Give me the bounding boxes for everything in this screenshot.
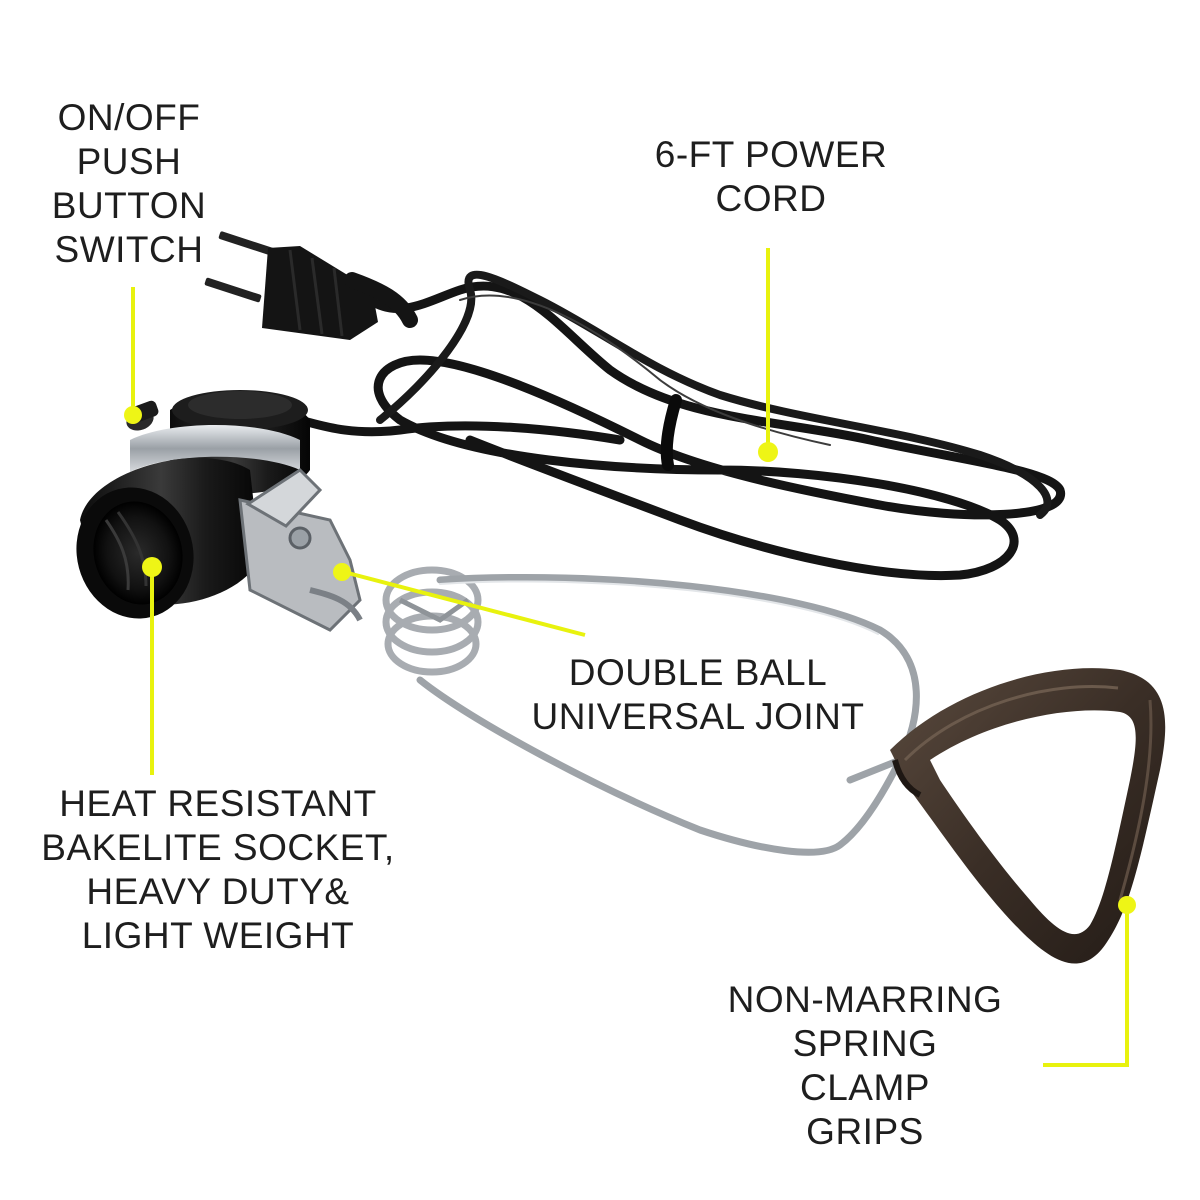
- callout-switch-label: ON/OFF PUSH BUTTON SWITCH: [40, 96, 218, 272]
- power-cord: [295, 270, 1065, 581]
- callout-line: CORD: [715, 178, 827, 219]
- callout-line: PUSH: [76, 141, 182, 182]
- callout-line: CLAMP: [800, 1067, 930, 1108]
- callout-joint-label: DOUBLE BALL UNIVERSAL JOINT: [520, 651, 876, 739]
- callout-line: GRIPS: [806, 1111, 924, 1152]
- callout-grips-label: NON-MARRING SPRING CLAMP GRIPS: [712, 978, 1018, 1154]
- callout-joint-line: [333, 563, 586, 637]
- callout-cord-label: 6-FT POWER CORD: [640, 133, 902, 221]
- callout-line: SPRING: [792, 1023, 938, 1064]
- callout-line: 6-FT POWER: [654, 134, 888, 175]
- callout-line: NON-MARRING: [727, 979, 1003, 1020]
- swivel-bracket: [238, 468, 363, 632]
- callout-socket-label: HEAT RESISTANT BAKELITE SOCKET, HEAVY DU…: [30, 782, 406, 958]
- callout-grips-line: [1043, 896, 1136, 1067]
- spring-coil: [382, 566, 482, 676]
- callout-line: BUTTON: [51, 185, 207, 226]
- callout-line: UNIVERSAL JOINT: [531, 696, 865, 737]
- callout-line: HEAT RESISTANT: [59, 783, 377, 824]
- callout-socket-line: [142, 557, 162, 775]
- callout-line: DOUBLE BALL: [568, 652, 828, 693]
- callout-line: ON/OFF: [57, 97, 201, 138]
- plug-icon: [204, 231, 418, 340]
- callout-cord-line: [758, 248, 778, 462]
- callout-line: LIGHT WEIGHT: [81, 915, 355, 956]
- wire-clamp: [416, 573, 920, 856]
- callout-switch-line: [124, 287, 142, 424]
- callout-line: BAKELITE SOCKET,: [41, 827, 395, 868]
- clamp-grip: [890, 668, 1166, 964]
- callout-line: HEAVY DUTY&: [86, 871, 350, 912]
- callout-line: SWITCH: [54, 229, 204, 270]
